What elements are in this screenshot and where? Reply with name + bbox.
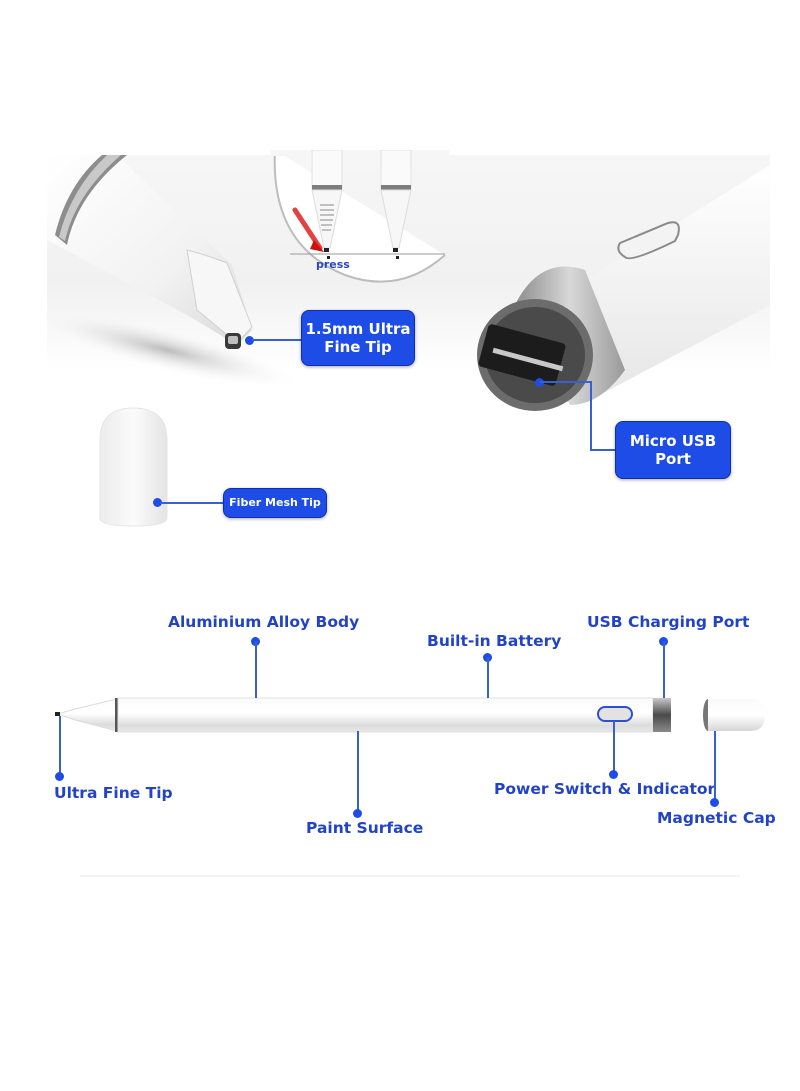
usb-callout-line2: Port <box>655 450 691 468</box>
tip-callout-line <box>252 339 302 341</box>
label-paint-surface: Paint Surface <box>306 819 424 837</box>
magnetic-cap-dot <box>710 798 719 807</box>
usb-callout-line-v <box>590 381 592 451</box>
divider-line <box>80 875 740 877</box>
fiber-mesh-tip-image <box>99 407 168 527</box>
usb-port-line <box>663 641 665 698</box>
paint-surface-line <box>357 731 359 811</box>
tip-callout-dot <box>245 336 254 345</box>
paint-surface-dot <box>353 809 362 818</box>
label-usb-charging-port: USB Charging Port <box>587 613 750 631</box>
tip-callout: 1.5mm Ultra Fine Tip <box>301 310 415 366</box>
stylus-tip-closeup <box>47 155 303 385</box>
full-stylus-image <box>55 697 765 733</box>
ultra-fine-tip-line <box>59 716 61 774</box>
power-switch-button <box>597 706 633 722</box>
label-ultra-fine-tip: Ultra Fine Tip <box>54 784 173 802</box>
usb-callout: Micro USB Port <box>615 421 731 479</box>
power-switch-dot <box>609 770 618 779</box>
power-switch-line <box>613 721 615 772</box>
mesh-callout-dot <box>153 498 162 507</box>
press-inset-circle <box>270 150 450 283</box>
press-label: press <box>316 258 350 271</box>
mesh-callout-line <box>160 502 225 504</box>
stylus-usb-end <box>477 165 770 411</box>
battery-line <box>487 657 489 698</box>
tip-callout-line1: 1.5mm Ultra <box>305 320 411 338</box>
usb-callout-line1: Micro USB <box>629 432 717 450</box>
aluminium-body-line <box>255 641 257 698</box>
usb-callout-line-h2 <box>590 449 616 451</box>
usb-callout-line-h1 <box>540 381 592 383</box>
tip-callout-line2: Fine Tip <box>324 338 392 356</box>
mesh-callout-label: Fiber Mesh Tip <box>229 496 321 510</box>
ultra-fine-tip-dot <box>55 772 64 781</box>
mesh-callout: Fiber Mesh Tip <box>223 488 327 518</box>
label-magnetic-cap: Magnetic Cap <box>657 809 776 827</box>
label-built-in-battery: Built-in Battery <box>427 632 562 650</box>
usb-callout-dot <box>535 378 544 387</box>
label-power-switch: Power Switch & Indicator <box>494 780 716 798</box>
press-arrow-icon <box>292 207 323 251</box>
magnetic-cap-line <box>714 731 716 800</box>
label-aluminium-body: Aluminium Alloy Body <box>168 613 360 631</box>
